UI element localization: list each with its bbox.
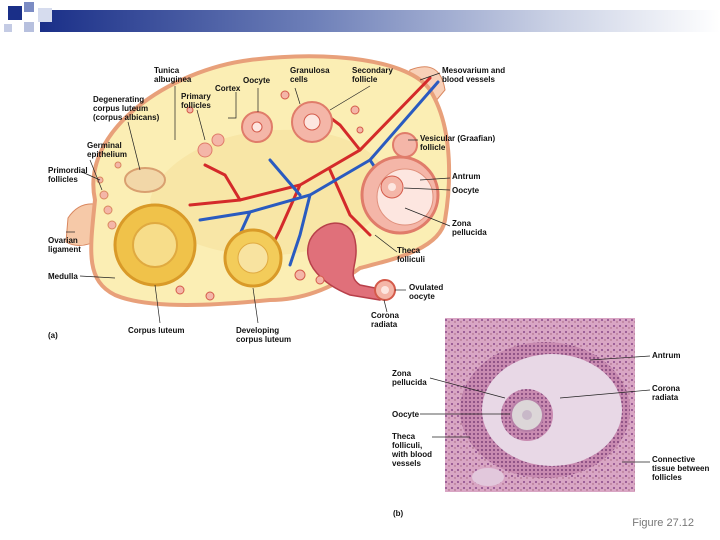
- label-antrum-b: Antrum: [652, 351, 680, 360]
- label-oocyte-b: Oocyte: [392, 410, 419, 419]
- label-developing-corpus-luteum: Developing corpus luteum: [236, 326, 291, 344]
- label-degenerating-corpus-luteum: Degenerating corpus luteum (corpus albic…: [93, 95, 159, 122]
- label-zona-pellucida-b: Zona pellucida: [392, 369, 427, 387]
- figure-caption: Figure 27.12: [632, 517, 694, 529]
- label-corona-radiata-b: Corona radiata: [652, 384, 680, 402]
- micrograph-oocyte-nucleus: [522, 410, 532, 420]
- label-primordial-follicles: Primordial follicles: [48, 166, 88, 184]
- label-primary-follicles: Primary follicles: [181, 92, 211, 110]
- label-zona-pellucida-a: Zona pellucida: [452, 219, 487, 237]
- label-vesicular-follicle: Vesicular (Graafian) follicle: [420, 134, 495, 152]
- label-medulla: Medulla: [48, 272, 78, 281]
- label-ovarian-ligament: Ovarian ligament: [48, 236, 81, 254]
- micrograph-adjacent-follicle: [472, 468, 504, 486]
- label-corpus-luteum: Corpus luteum: [128, 326, 184, 335]
- label-secondary-follicle: Secondary follicle: [352, 66, 393, 84]
- label-mesovarium: Mesovarium and blood vessels: [442, 66, 505, 84]
- label-connective-tissue: Connective tissue between follicles: [652, 455, 709, 482]
- panel-a-letter: (a): [48, 331, 58, 340]
- label-theca-folliculi-b: Theca folliculi, with blood vessels: [392, 432, 432, 468]
- label-granulosa-cells: Granulosa cells: [290, 66, 330, 84]
- label-ovulated-oocyte: Ovulated oocyte: [409, 283, 443, 301]
- label-tunica-albuginea: Tunica albuginea: [154, 66, 191, 84]
- label-oocyte-right: Oocyte: [452, 186, 479, 195]
- label-cortex: Cortex: [215, 84, 240, 93]
- panel-b-letter: (b): [393, 509, 403, 518]
- label-germinal-epithelium: Germinal epithelium: [87, 141, 127, 159]
- label-theca-folliculi-a: Theca folliculi: [397, 246, 425, 264]
- label-corona-radiata-a: Corona radiata: [371, 311, 399, 329]
- label-oocyte-top: Oocyte: [243, 76, 270, 85]
- label-antrum-a: Antrum: [452, 172, 480, 181]
